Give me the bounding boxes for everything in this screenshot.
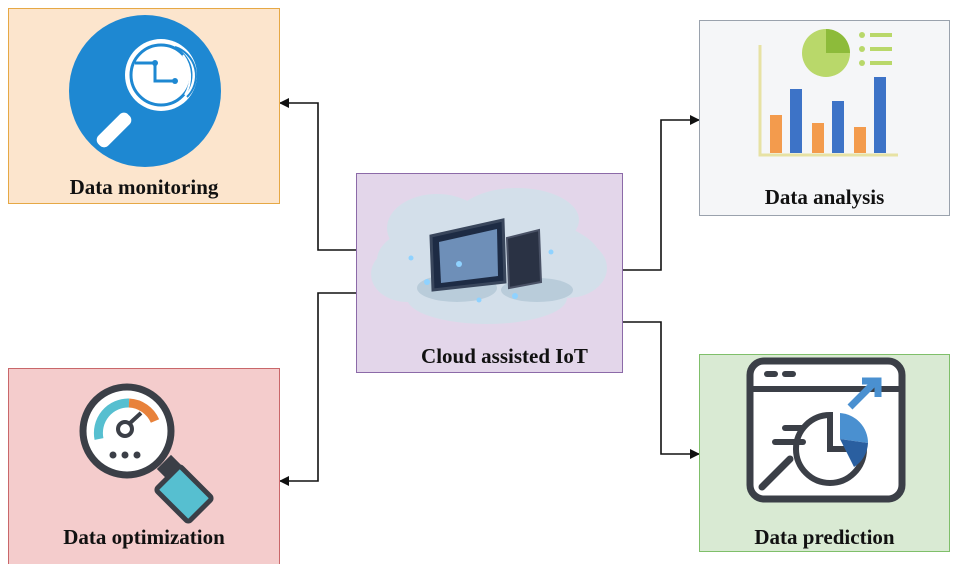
- node-data-prediction: Data prediction: [699, 354, 950, 552]
- node-data-optimization: Data optimization: [8, 368, 280, 564]
- label-data-optimization: Data optimization: [63, 525, 225, 549]
- bar-pie-chart-icon: [758, 29, 898, 157]
- connector-monitoring: [279, 98, 356, 251]
- cloud-computers-icon: [371, 188, 607, 324]
- label-data-analysis: Data analysis: [764, 185, 885, 209]
- label-cloud-assisted-iot: Cloud assisted IoT: [421, 344, 588, 368]
- label-data-monitoring: Data monitoring: [69, 175, 219, 199]
- connector-analysis: [623, 115, 700, 271]
- node-data-monitoring: Data monitoring: [8, 8, 280, 204]
- magnifier-globe-icon: [69, 15, 221, 167]
- node-data-analysis: Data analysis: [699, 20, 950, 216]
- connector-prediction: [623, 321, 700, 459]
- node-cloud-assisted-iot: Cloud assisted IoT: [356, 173, 623, 373]
- speed-gauge-magnifier-icon: [79, 383, 214, 524]
- connector-optimization: [279, 292, 356, 486]
- prediction-chart-window-icon: [746, 357, 906, 503]
- label-data-prediction: Data prediction: [754, 525, 895, 549]
